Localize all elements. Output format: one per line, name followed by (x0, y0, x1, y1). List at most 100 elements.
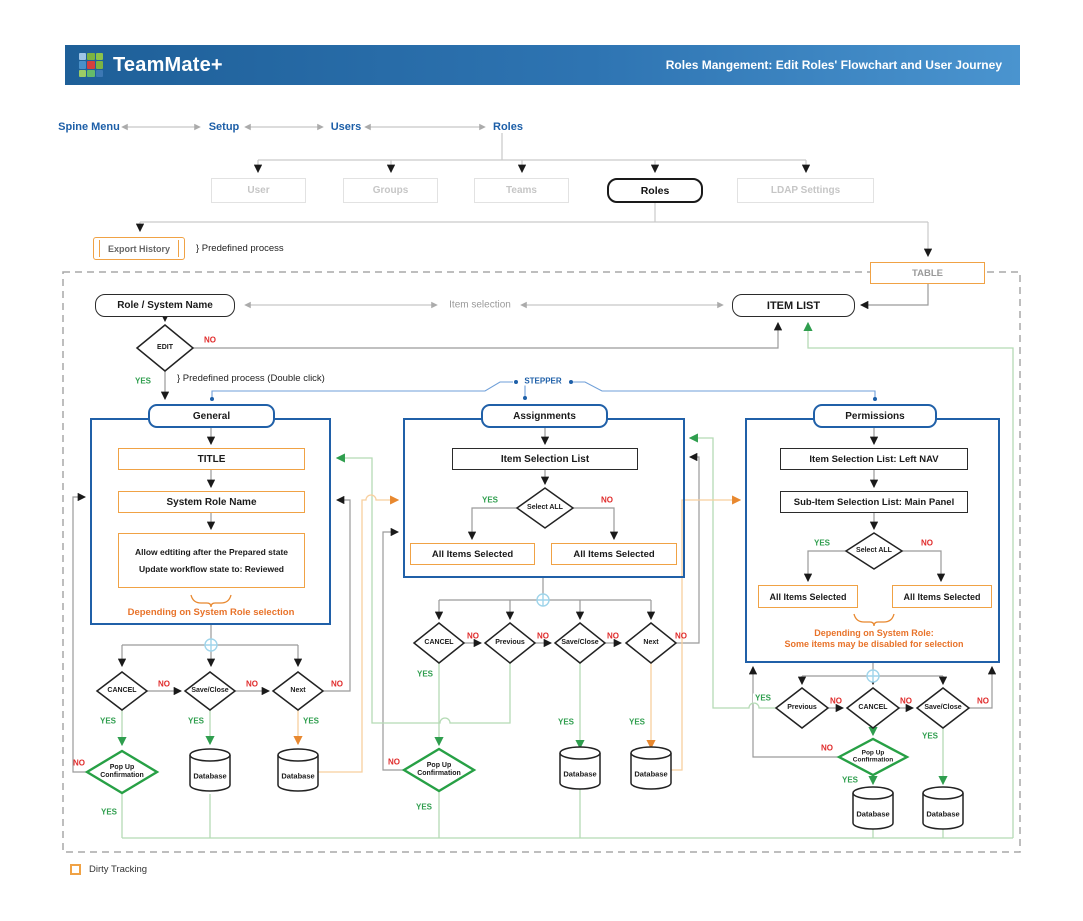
nav-box-roles[interactable]: Roles (607, 178, 703, 203)
yes-label: YES (99, 716, 117, 726)
popup-line1: Pop Up (861, 749, 885, 757)
cancel-diamond-label: CANCEL (424, 638, 454, 646)
nav-tree-lines (135, 133, 933, 258)
nav-box-teams[interactable]: Teams (474, 178, 569, 203)
general-tab[interactable]: General (148, 404, 275, 428)
popup-confirmation-label: Pop Up Confirmation (100, 764, 144, 780)
export-history-node: Export History (93, 237, 185, 260)
no-label: NO (388, 757, 400, 767)
no-label: NO (977, 696, 989, 706)
decision-diamonds (95, 324, 971, 729)
brand-name: TeamMate+ (113, 53, 223, 76)
popup-line2: Confirmation (100, 772, 144, 779)
edit-diamond-label: EDIT (157, 343, 173, 351)
nav-box-user[interactable]: User (211, 178, 306, 203)
role-system-name-node: Role / System Name (95, 294, 235, 317)
predefined-double-click-note: } Predefined process (Double click) (177, 373, 325, 384)
no-label: NO (537, 631, 549, 641)
breadcrumb-setup[interactable]: Setup (208, 121, 240, 133)
no-label: NO (900, 696, 912, 706)
yes-label: YES (752, 693, 774, 703)
predefined-process-bar (178, 240, 179, 257)
junction-connectors (204, 593, 880, 683)
previous-diamond-label: Previous (495, 638, 525, 646)
yes-label: YES (187, 716, 205, 726)
assignments-tab[interactable]: Assignments (481, 404, 608, 428)
no-label: NO (821, 743, 833, 753)
all-items-selected-node: All Items Selected (410, 543, 535, 565)
database-label: Database (193, 771, 227, 781)
cancel-diamond-label: CANCEL (858, 703, 888, 711)
item-selection-list-left-nav-node: Item Selection List: Left NAV (780, 448, 968, 470)
breadcrumb-arrows (121, 123, 724, 309)
yes-label: YES (921, 731, 939, 741)
yes-label: YES (415, 802, 433, 812)
dashed-container (62, 271, 1021, 853)
predefined-process-note: } Predefined process (196, 243, 284, 254)
item-selection-label: Item selection (449, 299, 511, 311)
permissions-yes-label: YES (813, 538, 831, 548)
item-selection-list-node: Item Selection List (452, 448, 638, 470)
database-cylinders (189, 746, 964, 830)
popup-confirmation-label: Pop Up Confirmation (853, 750, 893, 765)
title-field-node: TITLE (118, 448, 305, 470)
app-header: TeamMate+ Roles Mangement: Edit Roles' F… (65, 45, 1020, 85)
brace-icons (190, 594, 895, 627)
edit-yes-label: YES (134, 376, 152, 386)
assignments-yes-label: YES (481, 495, 499, 505)
dirty-tracking-legend: Dirty Tracking (89, 864, 148, 875)
system-role-name-node: System Role Name (118, 491, 305, 513)
database-label: Database (926, 809, 960, 819)
nav-box-groups[interactable]: Groups (343, 178, 438, 203)
select-all-diamond-permissions (844, 532, 904, 570)
no-label: NO (331, 679, 343, 689)
general-note: Depending on System Role selection (127, 607, 295, 619)
all-items-selected-node: All Items Selected (892, 585, 992, 608)
page-title: Roles Mangement: Edit Roles' Flowchart a… (665, 58, 1002, 72)
teammate-logo-icon (79, 53, 103, 77)
next-diamond-label: Next (290, 686, 306, 694)
no-label: NO (73, 758, 85, 768)
database-label: Database (856, 809, 890, 819)
gray-connectors (72, 284, 997, 773)
permissions-tab[interactable]: Permissions (813, 404, 937, 428)
select-all-label-assignments: Select ALL (527, 503, 563, 511)
yes-label: YES (628, 717, 646, 727)
save-close-diamond-label: Save/Close (561, 638, 599, 646)
save-close-diamond-label: Save/Close (191, 686, 229, 694)
edit-diamond (135, 324, 195, 372)
popup-line1: Pop Up (426, 761, 452, 769)
no-label: NO (830, 696, 842, 706)
allow-editing-line2: Update workflow state to: Reviewed (139, 564, 284, 574)
export-history-label: Export History (107, 243, 170, 254)
item-list-node: ITEM LIST (732, 294, 855, 317)
green-connectors (117, 321, 1014, 839)
popup-confirmation-label: Pop Up Confirmation (417, 762, 461, 778)
select-all-diamond-assignments (515, 487, 575, 529)
yes-label: YES (100, 807, 118, 817)
predefined-process-bar (99, 240, 100, 257)
breadcrumb-users[interactable]: Users (330, 121, 362, 133)
breadcrumb-roles[interactable]: Roles (493, 121, 523, 133)
breadcrumb-spine-menu[interactable]: Spine Menu (58, 121, 120, 133)
save-close-diamond-label: Save/Close (924, 703, 962, 711)
table-node: TABLE (870, 262, 985, 284)
yes-label: YES (841, 775, 859, 785)
edit-no-label: NO (204, 335, 216, 345)
no-label: NO (675, 631, 687, 641)
popup-confirmation-diamonds (84, 737, 910, 795)
database-label: Database (563, 769, 597, 779)
previous-diamond-label: Previous (787, 703, 817, 711)
permissions-note-line1: Depending on System Role: (814, 628, 934, 639)
allow-editing-line1: Allow edtiting after the Prepared state (134, 547, 289, 557)
allow-editing-node: Allow edtiting after the Prepared state … (118, 533, 305, 588)
popup-line1: Pop Up (109, 763, 135, 771)
select-all-label-permissions: Select ALL (856, 546, 892, 554)
no-label: NO (607, 631, 619, 641)
nav-box-ldap-settings[interactable]: LDAP Settings (737, 178, 874, 203)
next-diamond-label: Next (643, 638, 659, 646)
all-items-selected-node: All Items Selected (551, 543, 677, 565)
permissions-note-line2: Some items may be disabled for selection (784, 639, 964, 649)
